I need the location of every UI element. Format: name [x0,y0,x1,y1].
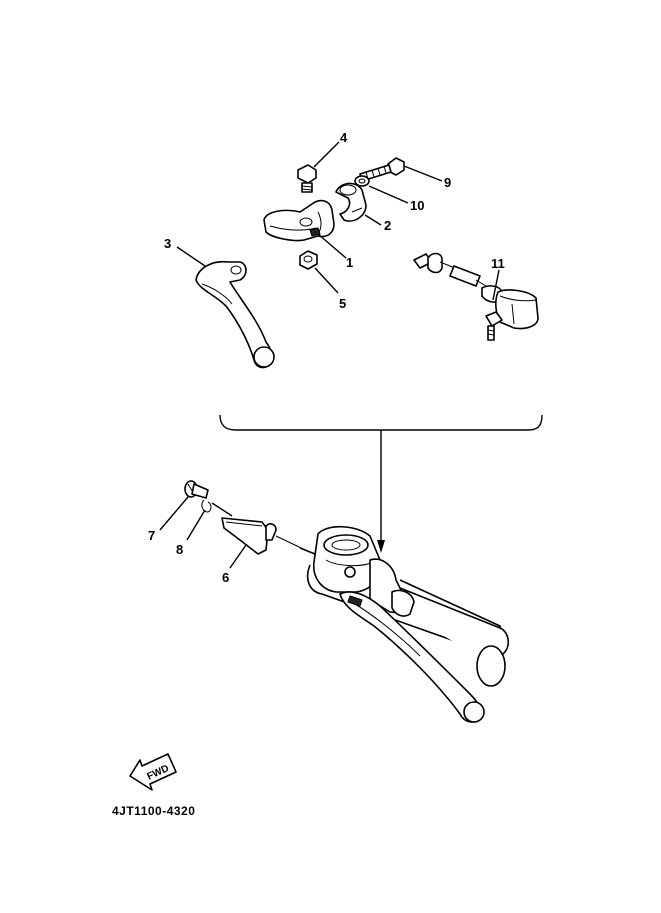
callout-2: 2 [384,218,391,233]
callout-6: 6 [222,570,229,585]
callout-9: 9 [444,175,451,190]
part-7-screw [184,480,209,499]
leader-3 [176,246,206,267]
part-5-nut [299,250,318,270]
callout-7: 7 [148,528,155,543]
callout-4: 4 [340,130,348,145]
part-4-bolt [297,164,317,193]
part-8-washer [201,499,212,513]
part-6-adjuster [221,517,277,555]
assembled-lever-unit [299,525,510,723]
part-code: 4JT1100-4320 [112,804,195,818]
leader-4 [313,141,340,168]
leader-7 [159,496,189,531]
callout-8: 8 [176,542,183,557]
leader-8-dash [211,502,233,517]
leader-11 [492,269,500,301]
part-11-switch [413,252,539,341]
callout-3: 3 [164,236,171,251]
callout-1: 1 [346,255,353,270]
callout-10: 10 [410,198,424,213]
callout-5: 5 [339,296,346,311]
assembly-bracket [219,414,543,431]
leader-6 [229,544,247,569]
leader-2 [364,214,382,226]
leader-1 [317,233,347,259]
part-10-washer [354,175,370,187]
assembly-arrow-head [377,540,385,553]
leader-9 [403,165,443,182]
fwd-arrow-icon: FWD [129,753,177,791]
part-1-lever-holder [263,199,335,242]
leader-5 [314,267,339,294]
part-2-clamp [335,182,367,222]
leader-10 [368,185,409,204]
part-3-lever [195,260,275,369]
leader-8 [186,509,206,541]
callout-11: 11 [491,256,505,271]
